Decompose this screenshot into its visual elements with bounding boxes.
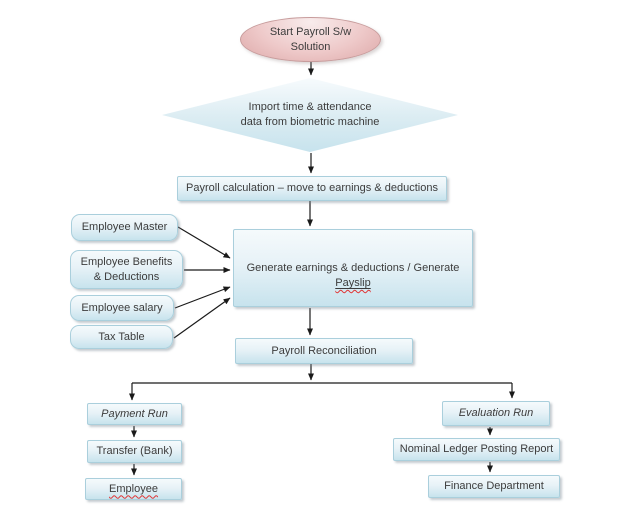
node-import-label-line2: data from biometric machine — [240, 116, 380, 128]
node-employee-benefits-label-line1: Employee Benefits — [80, 255, 173, 268]
node-nominal-ledger: Nominal Ledger Posting Report — [393, 438, 560, 461]
node-start-label-line2: Solution — [290, 40, 331, 53]
node-employee-salary: Employee salary — [70, 295, 174, 321]
node-employee: Employee — [85, 478, 182, 500]
node-generate: Generate earnings & deductions / Generat… — [233, 229, 473, 307]
node-employee-master-label: Employee Master — [81, 221, 168, 233]
payslip-spellcheck-squiggle: Payslip — [335, 277, 370, 289]
node-import-label-line1: Import time & attendance — [248, 101, 372, 113]
node-payment-run: Payment Run — [87, 403, 182, 425]
payslip-underlined-text: Payslip — [335, 277, 371, 289]
node-transfer-bank-label: Transfer (Bank) — [96, 445, 173, 457]
node-finance-department-label: Finance Department — [444, 480, 544, 492]
node-import-attendance: Import time & attendance data from biome… — [162, 78, 458, 152]
node-start-label-line1: Start Payroll S/w — [269, 25, 352, 38]
node-employee-label: Employee — [109, 482, 158, 495]
node-payroll-calculation-label: Payroll calculation – move to earnings &… — [186, 182, 438, 194]
node-transfer-bank: Transfer (Bank) — [87, 440, 182, 463]
node-tax-table-label: Tax Table — [98, 330, 145, 343]
arrow-employee-salary-to-generate — [174, 286, 231, 309]
node-employee-benefits: Employee Benefits & Deductions — [70, 250, 183, 289]
node-employee-master: Employee Master — [71, 214, 178, 241]
node-generate-label-line1: Generate earnings & deductions / Generat… — [246, 262, 460, 274]
node-generate-label-line2: Payslip — [335, 276, 370, 291]
node-employee-benefits-label-line2: & Deductions — [93, 270, 160, 283]
node-payroll-reconciliation: Payroll Reconciliation — [235, 338, 413, 364]
node-tax-table: Tax Table — [70, 325, 173, 349]
node-start: Start Payroll S/w Solution — [240, 17, 381, 62]
node-payment-run-label: Payment Run — [101, 407, 168, 420]
node-finance-department: Finance Department — [428, 475, 560, 498]
node-payroll-calculation: Payroll calculation – move to earnings &… — [177, 176, 447, 201]
node-payroll-reconciliation-label: Payroll Reconciliation — [271, 344, 377, 357]
arrow-tax-table-to-generate — [173, 297, 231, 339]
arrow-employee-master-to-generate — [177, 226, 231, 259]
node-evaluation-run-label: Evaluation Run — [458, 407, 534, 419]
node-nominal-ledger-label: Nominal Ledger Posting Report — [399, 443, 554, 455]
node-evaluation-run: Evaluation Run — [442, 401, 550, 426]
node-employee-salary-label: Employee salary — [81, 301, 163, 314]
